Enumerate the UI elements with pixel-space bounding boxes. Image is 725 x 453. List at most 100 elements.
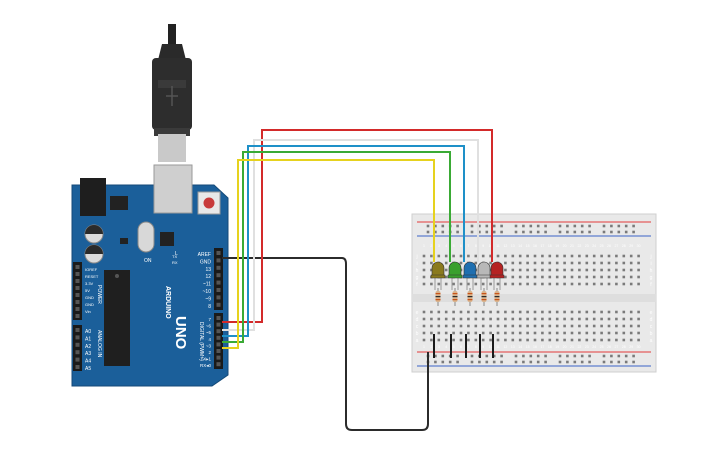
- power-header[interactable]: [73, 262, 82, 320]
- rail-hole[interactable]: [441, 354, 445, 358]
- breadboard-hole[interactable]: [518, 310, 522, 314]
- breadboard-hole[interactable]: [489, 268, 492, 272]
- breadboard-hole[interactable]: [430, 317, 433, 321]
- breadboard-hole[interactable]: [511, 317, 515, 321]
- breadboard-hole[interactable]: [637, 331, 640, 335]
- breadboard-hole[interactable]: [629, 261, 633, 265]
- breadboard-hole[interactable]: [585, 331, 589, 335]
- breadboard-hole[interactable]: [526, 310, 529, 314]
- breadboard-hole[interactable]: [474, 338, 478, 342]
- breadboard-hole[interactable]: [533, 268, 537, 272]
- rail-hole[interactable]: [588, 230, 591, 234]
- breadboard-hole[interactable]: [629, 275, 633, 279]
- rail-hole[interactable]: [544, 224, 547, 228]
- rail-hole[interactable]: [632, 224, 635, 228]
- breadboard-hole[interactable]: [548, 331, 552, 335]
- breadboard-hole[interactable]: [555, 317, 559, 321]
- breadboard-hole[interactable]: [459, 324, 463, 328]
- rail-hole[interactable]: [529, 354, 533, 358]
- header-pin[interactable]: [216, 316, 221, 320]
- rail-hole[interactable]: [470, 354, 474, 358]
- breadboard-hole[interactable]: [422, 282, 426, 286]
- breadboard-hole[interactable]: [459, 331, 463, 335]
- header-pin[interactable]: [216, 335, 221, 340]
- breadboard-hole[interactable]: [526, 261, 529, 265]
- breadboard-hole[interactable]: [489, 317, 492, 321]
- rail-hole[interactable]: [485, 230, 489, 234]
- breadboard-hole[interactable]: [637, 317, 640, 321]
- breadboard-hole[interactable]: [548, 324, 552, 328]
- breadboard-hole[interactable]: [467, 254, 470, 258]
- breadboard-hole[interactable]: [622, 331, 626, 335]
- breadboard-hole[interactable]: [592, 338, 596, 342]
- breadboard-hole[interactable]: [430, 310, 433, 314]
- breadboard-hole[interactable]: [511, 338, 515, 342]
- breadboard-hole[interactable]: [422, 331, 426, 335]
- wire-green[interactable]: [222, 151, 451, 343]
- breadboard-hole[interactable]: [629, 268, 633, 272]
- breadboard-hole[interactable]: [504, 268, 507, 272]
- breadboard-hole[interactable]: [592, 331, 596, 335]
- breadboard-hole[interactable]: [541, 254, 544, 258]
- header-pin[interactable]: [216, 288, 221, 292]
- breadboard-hole[interactable]: [518, 268, 522, 272]
- breadboard-hole[interactable]: [548, 254, 552, 258]
- rail-hole[interactable]: [529, 230, 533, 234]
- breadboard-hole[interactable]: [489, 324, 492, 328]
- rail-hole[interactable]: [441, 360, 445, 364]
- breadboard-hole[interactable]: [592, 261, 596, 265]
- rail-hole[interactable]: [573, 354, 577, 358]
- breadboard-hole[interactable]: [481, 310, 485, 314]
- breadboard-hole[interactable]: [481, 254, 485, 258]
- rail-hole[interactable]: [492, 230, 496, 234]
- breadboard-hole[interactable]: [474, 282, 478, 286]
- breadboard-hole[interactable]: [489, 282, 492, 286]
- breadboard-hole[interactable]: [629, 317, 633, 321]
- rail-hole[interactable]: [492, 224, 496, 228]
- header-pin[interactable]: [216, 349, 221, 353]
- breadboard-hole[interactable]: [444, 268, 448, 272]
- breadboard-hole[interactable]: [467, 310, 470, 314]
- breadboard-hole[interactable]: [600, 275, 603, 279]
- breadboard-hole[interactable]: [533, 317, 537, 321]
- rail-hole[interactable]: [470, 360, 474, 364]
- breadboard-hole[interactable]: [533, 331, 537, 335]
- rail-hole[interactable]: [558, 224, 562, 228]
- breadboard-hole[interactable]: [600, 317, 603, 321]
- breadboard-hole[interactable]: [430, 331, 433, 335]
- breadboard-hole[interactable]: [563, 261, 566, 265]
- breadboard-hole[interactable]: [489, 261, 492, 265]
- rail-hole[interactable]: [610, 354, 613, 358]
- breadboard-hole[interactable]: [526, 317, 529, 321]
- rail-hole[interactable]: [441, 230, 445, 234]
- rail-hole[interactable]: [434, 354, 437, 358]
- breadboard-hole[interactable]: [563, 282, 566, 286]
- breadboard-hole[interactable]: [585, 275, 589, 279]
- breadboard-hole[interactable]: [518, 317, 522, 321]
- rail-hole[interactable]: [514, 360, 518, 364]
- header-pin[interactable]: [216, 329, 221, 334]
- breadboard-hole[interactable]: [533, 275, 537, 279]
- breadboard-hole[interactable]: [452, 282, 455, 286]
- breadboard-hole[interactable]: [629, 254, 633, 258]
- breadboard-hole[interactable]: [430, 268, 433, 272]
- rail-hole[interactable]: [492, 360, 496, 364]
- breadboard-hole[interactable]: [489, 338, 492, 342]
- header-pin[interactable]: [216, 322, 221, 327]
- breadboard-hole[interactable]: [444, 317, 448, 321]
- breadboard-hole[interactable]: [622, 261, 626, 265]
- rail-hole[interactable]: [624, 360, 628, 364]
- breadboard-hole[interactable]: [481, 317, 485, 321]
- breadboard-hole[interactable]: [518, 275, 522, 279]
- breadboard-hole[interactable]: [607, 338, 611, 342]
- breadboard-hole[interactable]: [511, 261, 515, 265]
- breadboard-hole[interactable]: [555, 324, 559, 328]
- breadboard-hole[interactable]: [422, 268, 426, 272]
- breadboard-hole[interactable]: [481, 338, 485, 342]
- rail-hole[interactable]: [536, 224, 540, 228]
- breadboard-hole[interactable]: [518, 338, 522, 342]
- breadboard-hole[interactable]: [430, 261, 433, 265]
- breadboard-hole[interactable]: [570, 254, 574, 258]
- digital-header-bottom[interactable]: [214, 313, 223, 369]
- breadboard-hole[interactable]: [496, 310, 500, 314]
